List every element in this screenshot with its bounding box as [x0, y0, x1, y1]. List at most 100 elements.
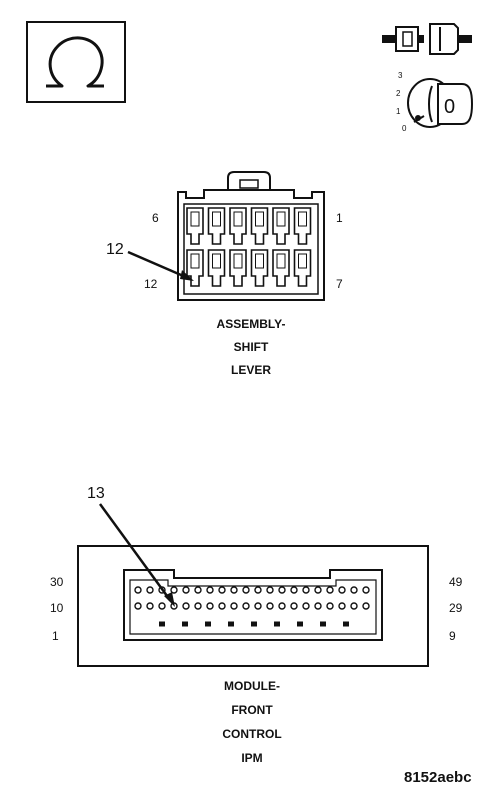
shift-pin-label-top-left: 6 — [152, 211, 159, 225]
shift-lever-terminal — [255, 211, 264, 227]
fcm-pin — [159, 621, 165, 627]
connector-disconnected-icon — [382, 23, 472, 55]
front-control-module-connector: 30 49 10 29 1 9 13 MODULE- FRONT CONTROL… — [50, 485, 463, 765]
fcm-pin — [251, 621, 257, 627]
fcm-pin — [205, 621, 211, 627]
fcm-pin — [230, 586, 238, 594]
shift-pin-label-top-right: 1 — [336, 211, 343, 225]
fcm-pin — [338, 586, 346, 594]
fcm-pin — [206, 602, 214, 610]
fcm-pin-label-row1-right: 49 — [449, 575, 463, 589]
fcm-pin — [158, 602, 166, 610]
fcm-pin — [134, 602, 142, 610]
fcm-caption-line-4: IPM — [241, 751, 262, 765]
fcm-callout-number: 13 — [87, 485, 105, 502]
fcm-pin — [206, 586, 214, 594]
fcm-callout-leader — [98, 503, 172, 601]
fcm-pin — [302, 586, 310, 594]
fcm-pin — [182, 602, 190, 610]
shift-lever-terminal — [190, 211, 200, 227]
fcm-pin — [274, 621, 280, 627]
fcm-pin — [182, 621, 188, 627]
fcm-pin — [146, 586, 154, 594]
shift-lever-cavity — [207, 249, 226, 287]
fcm-pin — [297, 621, 303, 627]
shift-lever-terminal — [276, 253, 286, 269]
fcm-pin — [278, 602, 286, 610]
fcm-pin — [350, 602, 358, 610]
shift-lever-cavity — [250, 249, 269, 287]
fcm-pin — [314, 602, 322, 610]
fcm-pin — [228, 621, 234, 627]
front-control-module-pin-grid — [134, 586, 370, 627]
shift-caption-line-1: ASSEMBLY- — [217, 317, 286, 331]
fcm-pin — [320, 621, 326, 627]
shift-lever-cavity — [229, 249, 247, 287]
fcm-caption-line-2: FRONT — [231, 703, 273, 717]
fcm-pin — [290, 586, 298, 594]
fcm-pin — [254, 602, 262, 610]
figure-id: 8152aebc — [404, 769, 472, 786]
shift-lever-terminal — [276, 211, 286, 227]
ignition-key-position-label: 0 — [444, 96, 455, 118]
fcm-pin — [194, 586, 202, 594]
shift-lever-terminal — [298, 253, 307, 269]
fcm-pin — [218, 602, 226, 610]
ignition-key-icon: 0 3 2 1 0 — [396, 71, 474, 133]
fcm-pin — [266, 586, 274, 594]
fcm-pin — [254, 586, 262, 594]
fcm-pin — [170, 586, 178, 594]
ignition-position-0: 0 — [402, 124, 407, 133]
fcm-pin — [230, 602, 238, 610]
shift-lever-cavity — [272, 207, 290, 245]
shift-lever-terminal — [298, 211, 307, 227]
shift-caption-line-3: LEVER — [231, 363, 271, 377]
fcm-pin — [362, 602, 370, 610]
shift-lever-cavity — [186, 207, 204, 245]
fcm-pin-label-row2-left: 10 — [50, 601, 64, 615]
shift-lever-cavity — [293, 207, 312, 245]
fcm-pin — [242, 586, 250, 594]
ohm-meter-icon — [26, 21, 126, 103]
fcm-pin-label-row1-left: 30 — [50, 575, 64, 589]
shift-lever-terminal — [233, 253, 243, 269]
shift-callout-number: 12 — [106, 241, 124, 258]
ignition-position-1: 1 — [396, 107, 401, 116]
fcm-pin — [146, 602, 154, 610]
shift-lever-cavity — [207, 207, 226, 245]
fcm-caption-line-3: CONTROL — [222, 727, 281, 741]
fcm-pin — [343, 621, 349, 627]
fcm-pin — [326, 586, 334, 594]
fcm-pin — [302, 602, 310, 610]
fcm-callout-arrowhead — [164, 592, 175, 607]
shift-pin-label-bottom-left: 12 — [144, 277, 158, 291]
fcm-pin — [290, 602, 298, 610]
fcm-pin — [218, 586, 226, 594]
fcm-pin — [314, 586, 322, 594]
fcm-pin — [182, 586, 190, 594]
ignition-position-3: 3 — [398, 71, 403, 80]
fcm-pin — [242, 602, 250, 610]
shift-pin-label-bottom-right: 7 — [336, 277, 343, 291]
shift-lever-cavity — [293, 249, 312, 287]
shift-lever-terminal — [255, 253, 264, 269]
shift-caption-line-2: SHIFT — [234, 340, 269, 354]
fcm-pin — [134, 586, 142, 594]
fcm-pin-label-row3-left: 1 — [52, 629, 59, 643]
fcm-pin — [326, 602, 334, 610]
shift-callout-leader — [127, 250, 189, 280]
fcm-pin — [338, 602, 346, 610]
shift-lever-terminal — [233, 211, 243, 227]
shift-lever-connector: 6 1 12 7 12 ASSEMBLY- SHIFT LEVER — [106, 171, 343, 377]
shift-callout-arrowhead — [180, 270, 194, 281]
fcm-pin-label-row3-right: 9 — [449, 629, 456, 643]
shift-lever-cavity — [229, 207, 247, 245]
fcm-pin — [194, 602, 202, 610]
shift-lever-terminal — [212, 211, 221, 227]
shift-lever-cavity — [272, 249, 290, 287]
shift-lever-terminal — [212, 253, 221, 269]
fcm-caption-line-1: MODULE- — [224, 679, 280, 693]
fcm-pin-label-row2-right: 29 — [449, 601, 463, 615]
fcm-pin — [350, 586, 358, 594]
